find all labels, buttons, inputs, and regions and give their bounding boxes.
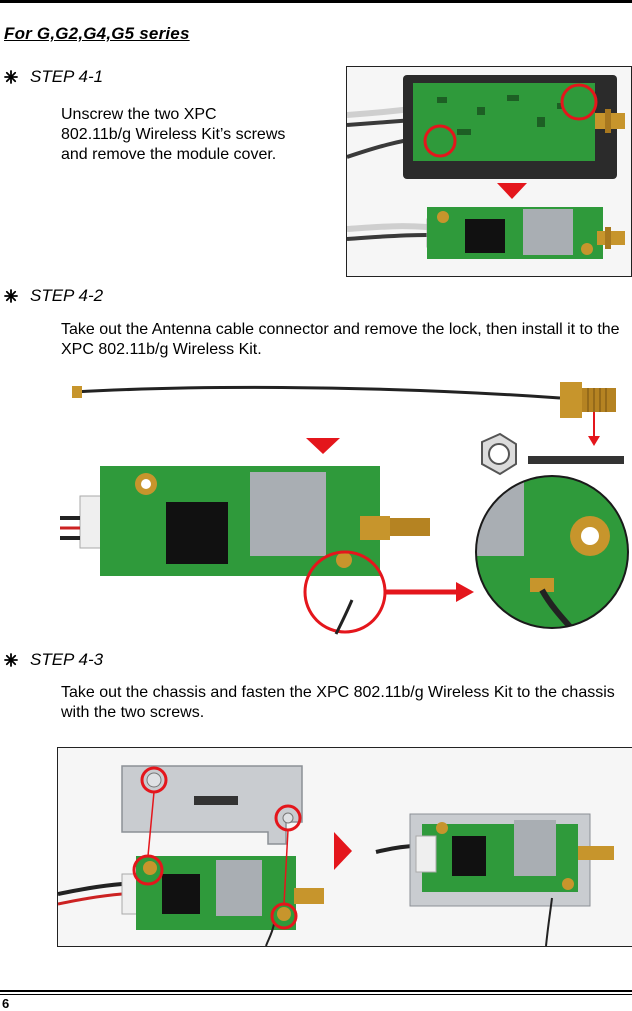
series-title: For G,G2,G4,G5 series — [4, 24, 190, 43]
page-number: 6 — [2, 996, 10, 1011]
step-label: STEP 4-1 — [30, 67, 104, 86]
step-4-2-photo — [60, 368, 632, 636]
step-label: STEP 4-2 — [30, 286, 104, 305]
bottom-rule-thin — [0, 994, 632, 995]
step-label: STEP 4-3 — [30, 650, 104, 669]
asterisk-bullet-icon — [4, 653, 18, 667]
bottom-rule — [0, 990, 632, 992]
step-4-1-photo — [346, 66, 632, 277]
asterisk-bullet-icon — [4, 70, 18, 84]
top-rule — [0, 0, 632, 3]
step-4-2-text: Take out the Antenna cable connector and… — [61, 321, 620, 358]
step-4-1-text: Unscrew the two XPC 802.11b/g Wireless K… — [61, 106, 286, 163]
step-4-1-heading: STEP 4-1 — [4, 66, 103, 88]
step-4-3-photo — [57, 747, 632, 947]
step-4-2-heading: STEP 4-2 — [4, 285, 103, 307]
step-4-3-text: Take out the chassis and fasten the XPC … — [61, 684, 615, 721]
asterisk-bullet-icon — [4, 289, 18, 303]
step-4-3-heading: STEP 4-3 — [4, 649, 103, 671]
